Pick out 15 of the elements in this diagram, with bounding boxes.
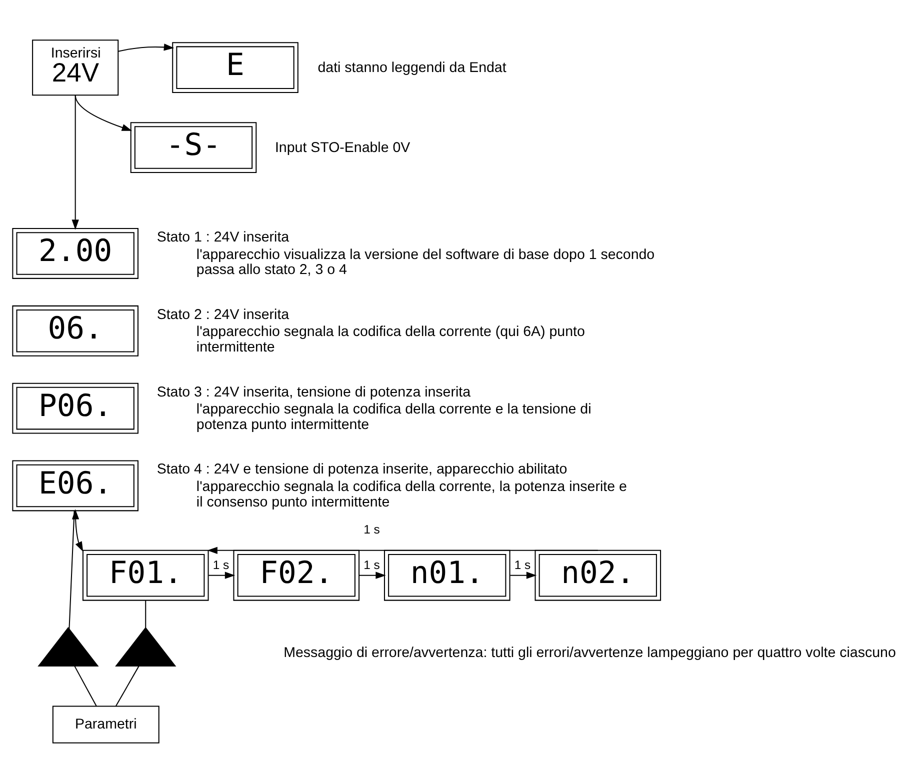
node-label: l'apparecchio segnala la codifica della corrente, la potenza inserite e il consenso punto intermittente xyxy=(196,479,627,510)
node-label: Stato 2 : 24V inserita xyxy=(156,306,290,323)
node-label: Stato 1 : 24V inserita xyxy=(156,229,290,246)
edge-label: 1 s xyxy=(364,522,380,537)
edge-label: 1 s xyxy=(514,558,531,572)
node-label: l'apparecchio segnala la codifica della corrente (qui 6A) punto intermittente xyxy=(196,324,585,356)
edge-label: 1 s xyxy=(364,558,380,572)
node-label: Stato 3 : 24V inserita, tensione di potenza inserita xyxy=(156,384,471,400)
edge-label: 1 s xyxy=(212,558,230,572)
node-label: l'apparecchio visualizza la versione del software di base dopo 1 secondo passa allo stato 2, 3 o 4 xyxy=(196,246,655,278)
label: Messaggio di errore/avvertenza: tutti gli errori/avvertenze lampeggiano per quattro volte ciascuno xyxy=(284,645,896,662)
node-label: Input STO-Enable 0V xyxy=(274,140,410,156)
node-label: Stato 4 : 24V e tensione di potenza inserite, apparecchio abilitato xyxy=(156,462,568,478)
node-label: l'apparecchio segnala la codifica della corrente e la tensione di potenza punto intermittente xyxy=(196,402,592,433)
node-label: dati stanno leggendi da Endat xyxy=(318,60,506,76)
